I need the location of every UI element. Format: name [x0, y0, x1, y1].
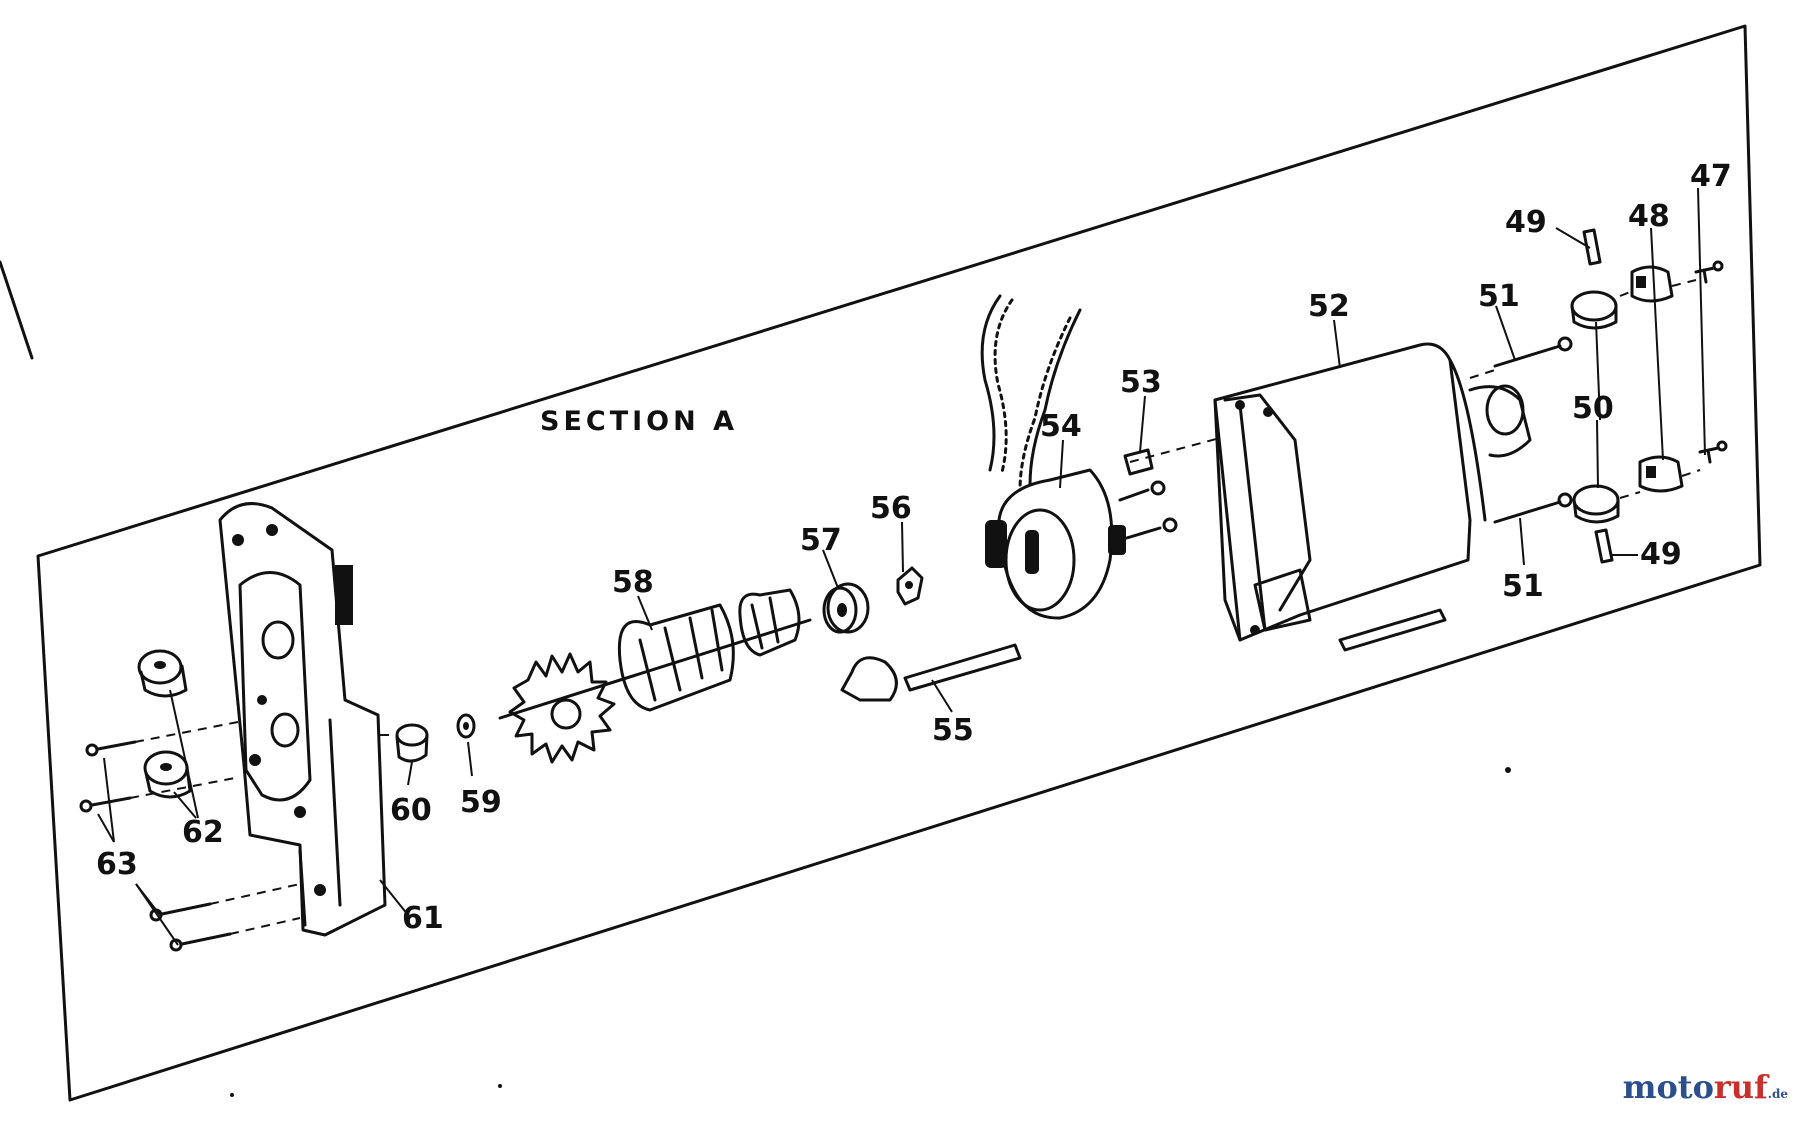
label-49-top: 49 [1505, 205, 1547, 240]
label-52: 52 [1308, 289, 1350, 324]
watermark-text-domain: .de [1767, 1087, 1788, 1101]
label-60: 60 [390, 793, 432, 828]
part-48-caps [1630, 265, 1684, 493]
label-51-top: 51 [1478, 279, 1520, 314]
label-48: 48 [1628, 199, 1670, 234]
part-60-pin [395, 723, 429, 763]
label-61: 61 [402, 901, 444, 936]
watermark-text-main: moto [1622, 1068, 1714, 1106]
part-58-armature [498, 588, 812, 764]
part-54-field [980, 294, 1178, 620]
stray-mark [0, 260, 34, 360]
part-49-brushes [1582, 228, 1614, 564]
part-55-switch [840, 643, 1022, 713]
label-63: 63 [96, 847, 138, 882]
label-62: 62 [182, 815, 224, 850]
part-52-housing [1213, 342, 1532, 652]
part-56-spring [896, 566, 924, 606]
label-57: 57 [800, 523, 842, 558]
label-50: 50 [1572, 391, 1614, 426]
label-49-bottom: 49 [1640, 537, 1682, 572]
part-63-screws [79, 740, 232, 952]
label-58: 58 [612, 565, 654, 600]
label-56: 56 [870, 491, 912, 526]
part-57-bearing [822, 582, 870, 634]
section-frame [36, 24, 1762, 1102]
part-61-housing [218, 502, 387, 937]
part-62-bushings [137, 649, 192, 799]
part-47-clips [1694, 260, 1728, 464]
label-51-bottom: 51 [1502, 569, 1544, 604]
part-50-brush-holders [1570, 290, 1620, 524]
leader-lines [97, 187, 1706, 946]
label-47: 47 [1690, 159, 1732, 194]
part-53-plate [1123, 448, 1154, 476]
label-59: 59 [460, 785, 502, 820]
watermark-text-accent: ruf [1713, 1068, 1768, 1106]
watermark-logo: motoruf.de [1623, 1068, 1788, 1106]
label-54: 54 [1040, 409, 1082, 444]
part-51-screws [1493, 336, 1573, 524]
label-55: 55 [932, 713, 974, 748]
part-59-washer [456, 713, 476, 739]
assembly-guide-lines [129, 279, 1701, 935]
part-number-labels: 47 48 49 49 50 51 51 52 53 54 55 56 57 5… [96, 159, 1732, 936]
label-53: 53 [1120, 365, 1162, 400]
section-title: SECTION A [540, 406, 738, 437]
